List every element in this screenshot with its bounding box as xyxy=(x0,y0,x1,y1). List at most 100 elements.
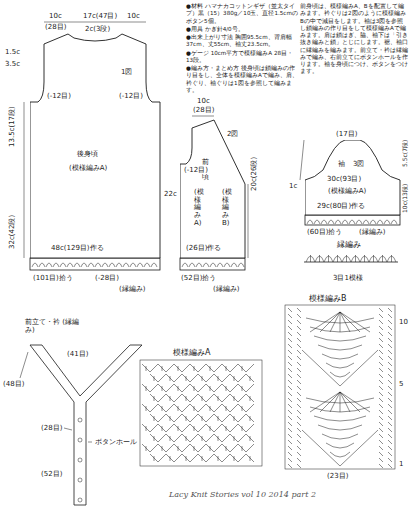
column-stitch xyxy=(288,362,292,366)
column-stitch xyxy=(288,452,292,456)
dc-stitch xyxy=(218,376,219,381)
column-stitch xyxy=(297,458,301,462)
column-stitch xyxy=(297,368,301,372)
stitch-count: (41目) xyxy=(66,350,89,358)
stitch-count: (48目) xyxy=(2,380,25,388)
chain-mesh xyxy=(150,434,254,442)
dc-stitch xyxy=(250,436,251,441)
dc-stitch xyxy=(186,396,187,401)
chain-mesh xyxy=(142,404,254,412)
dc-stitch xyxy=(242,446,243,451)
column-stitch xyxy=(379,428,383,432)
button-hole xyxy=(78,478,82,482)
hem-arch xyxy=(321,220,327,224)
column-stitch xyxy=(388,350,392,354)
hem-arch xyxy=(349,220,355,224)
column-stitch xyxy=(388,332,392,336)
piece-name: 後身頃 xyxy=(76,150,99,158)
column-stitch xyxy=(388,314,392,318)
column-stitch xyxy=(379,404,383,408)
column-stitch xyxy=(288,404,292,408)
dc-stitch xyxy=(218,396,219,401)
dc-stitch xyxy=(194,386,195,391)
stitch-count: (26目)作る xyxy=(185,244,222,252)
column-stitch xyxy=(297,404,301,408)
dc-stitch xyxy=(162,406,163,411)
dc-stitch xyxy=(194,446,195,451)
pineapple-row xyxy=(322,354,358,359)
leader-line xyxy=(88,442,92,443)
dc-stitch xyxy=(154,376,155,381)
hem-arch xyxy=(88,263,94,267)
column-stitch xyxy=(297,452,301,456)
dc-stitch xyxy=(202,456,203,461)
stitch-count: (60目)拾う xyxy=(306,228,343,236)
hem-arch xyxy=(81,263,87,267)
column-stitch xyxy=(288,398,292,402)
pineapple-row xyxy=(322,434,358,439)
piece-outline-path xyxy=(180,120,245,258)
dc-stitch xyxy=(162,446,163,451)
column-stitch xyxy=(288,344,292,348)
piece-name: (模様編みB) xyxy=(222,188,229,228)
stitch-count: (23目) xyxy=(326,472,349,480)
stitch-symbols xyxy=(32,220,397,502)
hem-arch xyxy=(335,220,341,224)
column-stitch xyxy=(388,416,392,420)
stitch-count: (-12目) xyxy=(183,166,209,174)
column-stitch xyxy=(288,356,292,360)
dc-stitch xyxy=(186,436,187,441)
edging-stitch xyxy=(337,255,338,262)
edging-arch xyxy=(333,256,342,262)
row-number: 1 xyxy=(398,460,404,468)
column-stitch xyxy=(288,386,292,390)
dc-stitch xyxy=(234,396,235,401)
dimension: 17c(47目) xyxy=(82,12,118,20)
hem-arch xyxy=(151,263,157,267)
hem-arch xyxy=(74,263,80,267)
stitch-count: (-12目) xyxy=(46,92,72,100)
chart-b-frame xyxy=(285,305,395,469)
column-stitch xyxy=(297,410,301,414)
piece-name: (模様編みA) xyxy=(327,187,367,195)
column-stitch xyxy=(288,464,292,468)
tools-note: ●用具 かぎ針4/0号。 xyxy=(186,26,298,33)
chain-mesh xyxy=(150,394,254,402)
dc-stitch xyxy=(218,436,219,441)
column-stitch xyxy=(288,422,292,426)
dc-stitch xyxy=(178,446,179,451)
front-hem-band xyxy=(180,258,245,270)
column-stitch xyxy=(379,452,383,456)
pineapple-row xyxy=(318,345,362,350)
dc-stitch xyxy=(242,406,243,411)
hem-arch xyxy=(67,263,73,267)
column-stitch xyxy=(297,440,301,444)
dimension-line xyxy=(248,184,249,258)
column-stitch xyxy=(388,374,392,378)
chain-loop xyxy=(302,430,378,466)
dc-stitch xyxy=(226,406,227,411)
column-stitch xyxy=(388,362,392,366)
button-hole xyxy=(78,438,82,442)
dc-stitch xyxy=(234,416,235,421)
column-stitch xyxy=(288,368,292,372)
materials-note: ●材料 ハマナカコットンギザ（並太タイプ）黒（15）380g／10玉、直径1.5… xyxy=(186,3,298,25)
hem-arch xyxy=(224,263,230,267)
hem-arch xyxy=(53,263,59,267)
pineapple-row xyxy=(326,443,354,448)
edging-arch xyxy=(342,256,351,262)
dc-stitch xyxy=(162,426,163,431)
back-body-piece: 後身頃(模様編みA) xyxy=(30,30,160,258)
button-hole xyxy=(78,418,82,422)
column-stitch xyxy=(297,356,301,360)
column-stitch xyxy=(379,458,383,462)
stitch-count: (52目)拾う xyxy=(180,274,217,282)
edging-stitch xyxy=(346,255,347,262)
column-stitch xyxy=(379,440,383,444)
dc-stitch xyxy=(186,376,187,381)
dc-stitch xyxy=(210,406,211,411)
fan-stitch xyxy=(320,392,340,412)
column-stitch xyxy=(388,428,392,432)
dc-stitch xyxy=(210,366,211,371)
column-stitch xyxy=(379,392,383,396)
